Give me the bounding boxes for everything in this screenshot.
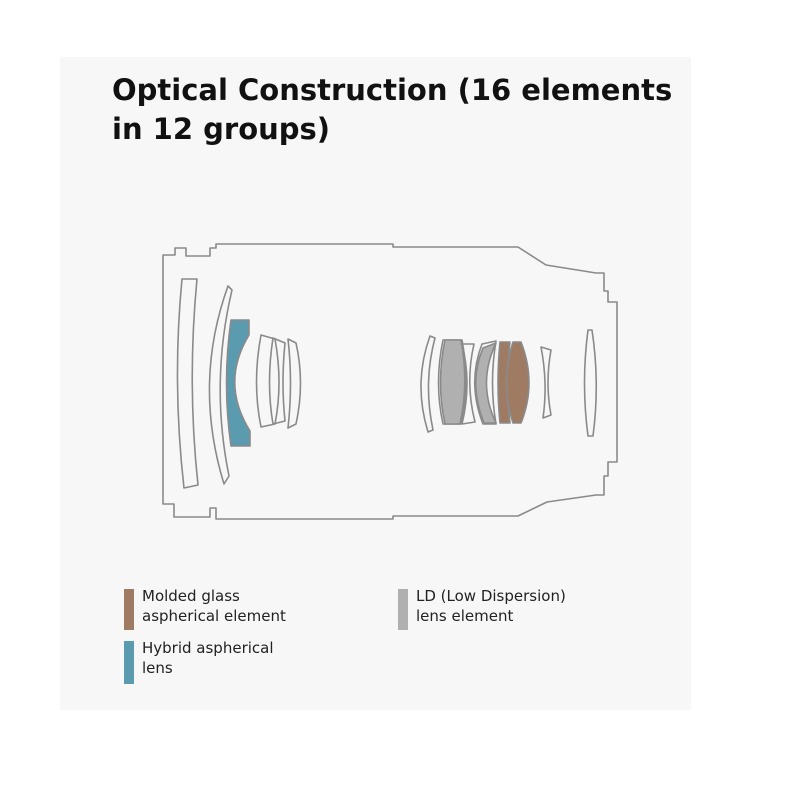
legend-swatch-hybrid [124, 641, 134, 684]
small-negative-element [540, 346, 552, 419]
rear-biconvex-element [473, 340, 497, 425]
molded-aspherical-element-2 [505, 341, 530, 424]
legend-label-hybrid: Hybrid aspherical lens [142, 638, 274, 678]
figure-panel [60, 57, 691, 710]
legend-label-ld-line2: lens element [416, 607, 514, 625]
hybrid-aspherical-element [225, 319, 251, 447]
legend-label-hybrid-line2: lens [142, 659, 173, 677]
legend-label-ld-line1: LD (Low Dispersion) [416, 587, 566, 605]
last-element [583, 329, 598, 437]
cemented-element-rear [287, 338, 302, 429]
legend-swatch-ld [398, 589, 408, 630]
biconcave-element [255, 334, 280, 428]
figure-title-line-1: Optical Construction (16 elements [112, 73, 673, 107]
figure-title-line-2: in 12 groups) [112, 112, 331, 146]
legend-label-ld: LD (Low Dispersion) lens element [416, 586, 566, 626]
rear-meniscus-element [420, 335, 436, 433]
ld-element-2 [474, 342, 497, 424]
ld-element-1 [439, 339, 466, 425]
legend-label-molded-line1: Molded glass [142, 587, 240, 605]
lens-barrel-outline [162, 243, 618, 520]
rear-cemented-element-right [461, 343, 476, 425]
legend-label-molded: Molded glass aspherical element [142, 586, 286, 626]
front-meniscus-element [176, 278, 199, 489]
legend-label-hybrid-line1: Hybrid aspherical [142, 639, 274, 657]
legend-swatch-molded [124, 589, 134, 630]
cemented-element-front [268, 337, 286, 425]
second-meniscus-element [208, 285, 233, 485]
legend-label-molded-line2: aspherical element [142, 607, 286, 625]
